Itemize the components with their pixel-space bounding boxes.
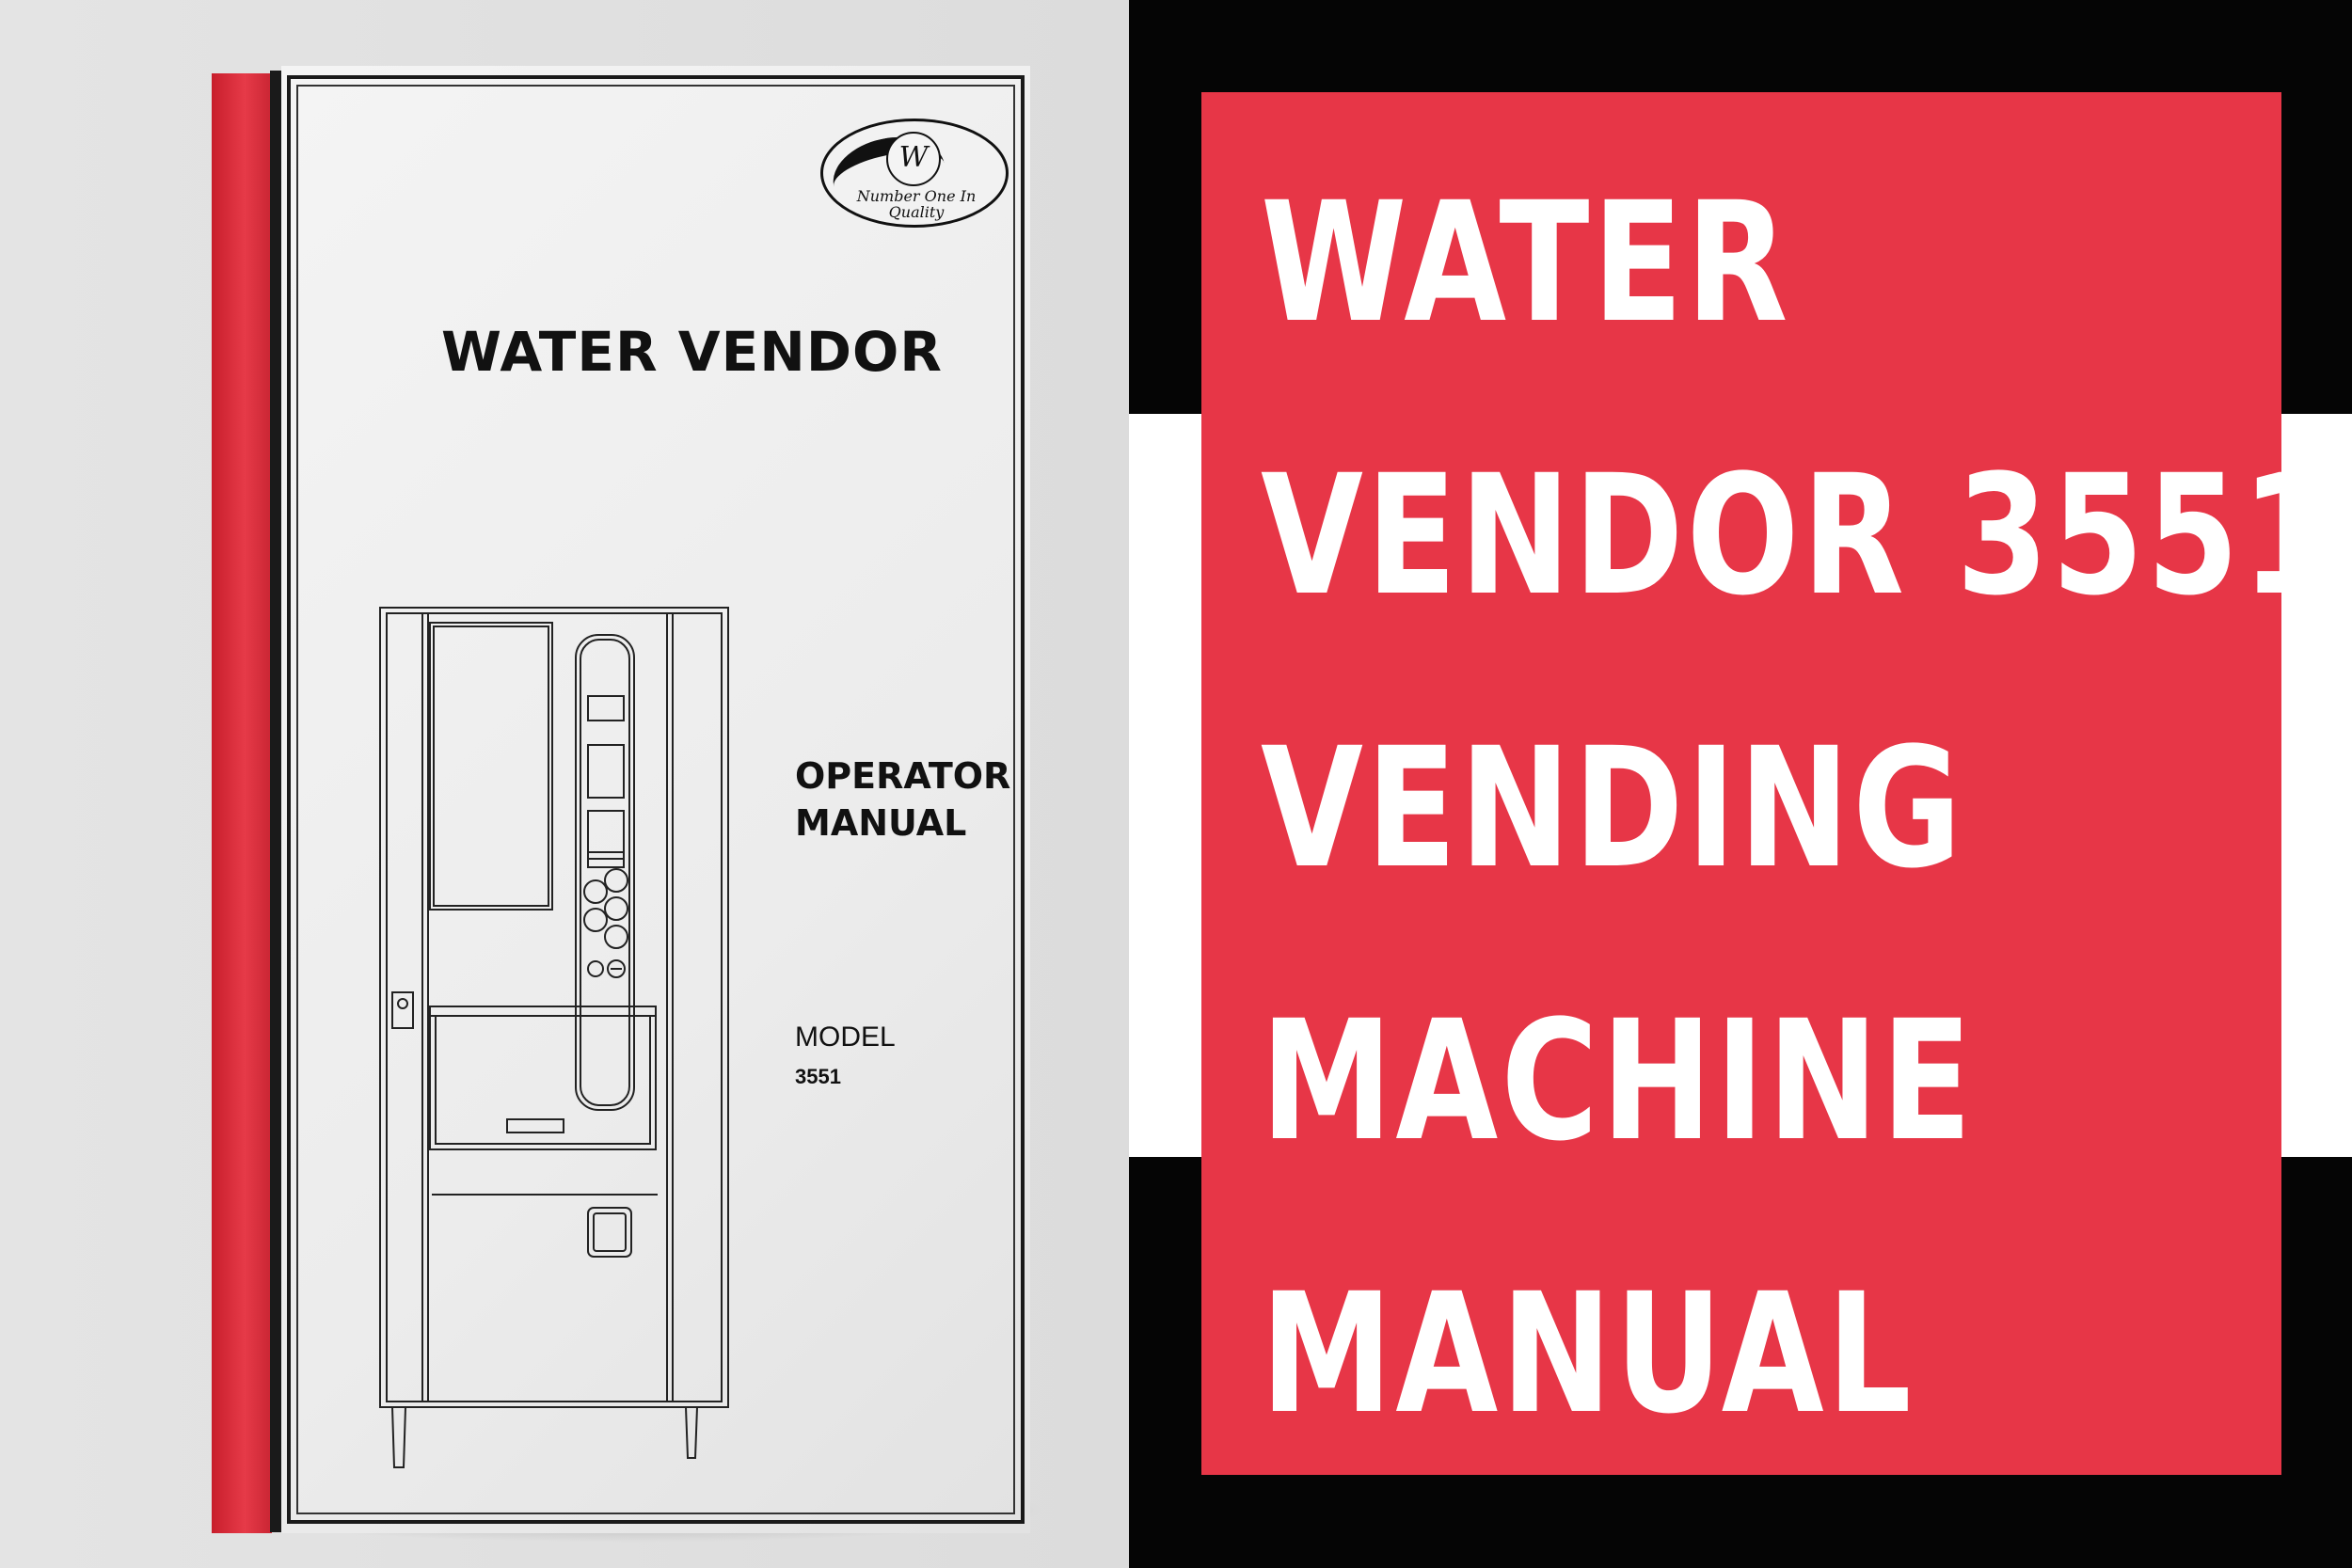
cover-border-inner bbox=[296, 85, 1015, 1514]
logo-monogram: W bbox=[886, 132, 941, 186]
book-spine bbox=[212, 73, 272, 1533]
logo-tagline-line2: Quality bbox=[888, 203, 945, 221]
model-number: 3551 bbox=[795, 1065, 841, 1088]
headline-line-1: WATER bbox=[1261, 166, 1791, 359]
model-label: MODEL bbox=[795, 1022, 896, 1053]
vending-machine-illustration bbox=[379, 607, 729, 1468]
cover-border-outer bbox=[287, 75, 1025, 1524]
headline-line-4: MACHINE bbox=[1261, 985, 1976, 1178]
book-spine-edge bbox=[270, 71, 283, 1532]
book-cover: W Number One In Quality WATER VENDOR bbox=[281, 66, 1030, 1533]
logo-tagline-line1: Number One In bbox=[856, 187, 977, 205]
headline-line-3: VENDING bbox=[1261, 712, 1965, 905]
operator-manual-heading: OPERATOR MANUAL bbox=[795, 752, 1010, 847]
headline-line-2: VENDOR 3551 bbox=[1261, 439, 2338, 632]
operator-text: OPERATOR bbox=[795, 755, 1011, 797]
logo-tagline: Number One In Quality bbox=[841, 188, 992, 220]
brand-logo: W Number One In Quality bbox=[820, 119, 1009, 228]
cover-title: WATER VENDOR bbox=[441, 320, 943, 384]
headline-text: WATER VENDOR 3551 VENDING MACHINE MANUAL bbox=[1261, 127, 2338, 1491]
manual-text: MANUAL bbox=[795, 802, 967, 844]
headline-panel bbox=[1201, 92, 2281, 1475]
manual-book: W Number One In Quality WATER VENDOR bbox=[202, 66, 1049, 1543]
headline-line-5: MANUAL bbox=[1261, 1258, 1915, 1450]
